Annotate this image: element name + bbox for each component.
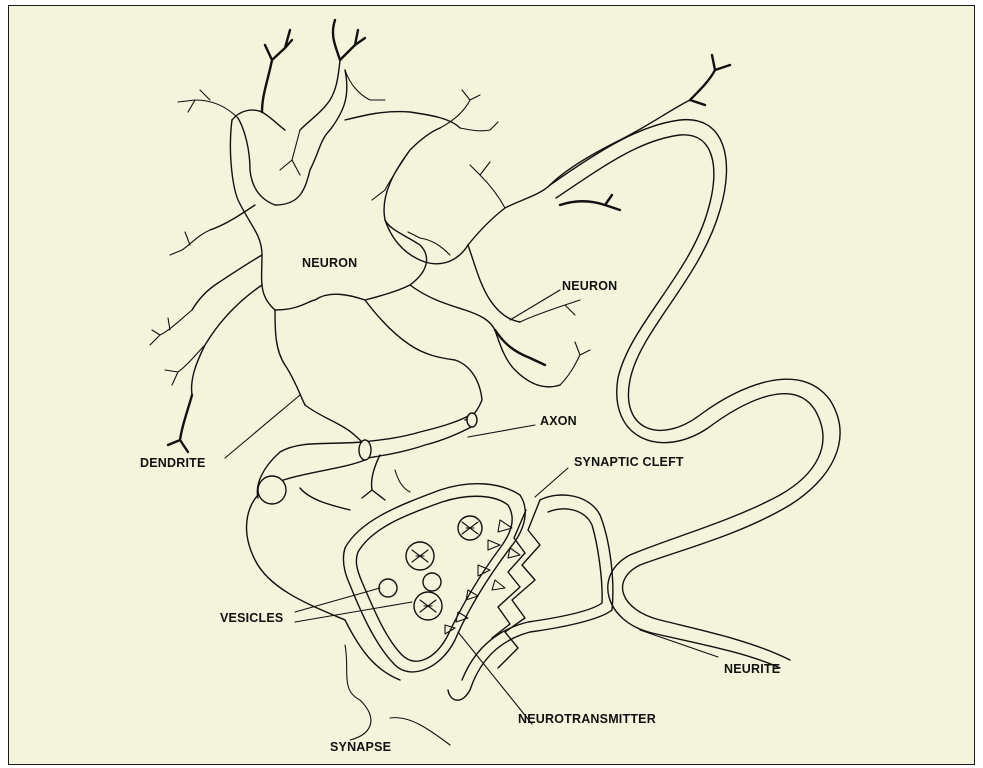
label-synaptic-cleft: SYNAPTIC CLEFT bbox=[574, 455, 684, 469]
label-neurotransmitter: NEUROTRANSMITTER bbox=[518, 712, 656, 726]
left-neuron-body bbox=[192, 60, 460, 442]
label-vesicles: VESICLES bbox=[220, 611, 283, 625]
axon bbox=[359, 413, 477, 460]
presynaptic-terminal bbox=[247, 442, 410, 680]
label-neurite: NEURITE bbox=[724, 662, 780, 676]
right-neuron-body bbox=[365, 100, 690, 420]
vesicles bbox=[379, 516, 482, 620]
label-synapse: SYNAPSE bbox=[330, 740, 391, 754]
left-neuron-dendrites bbox=[150, 20, 498, 452]
label-axon: AXON bbox=[540, 414, 577, 428]
label-neuron-left: NEURON bbox=[302, 256, 357, 270]
label-neuron-right: NEURON bbox=[562, 279, 617, 293]
label-dendrite: DENDRITE bbox=[140, 456, 206, 470]
